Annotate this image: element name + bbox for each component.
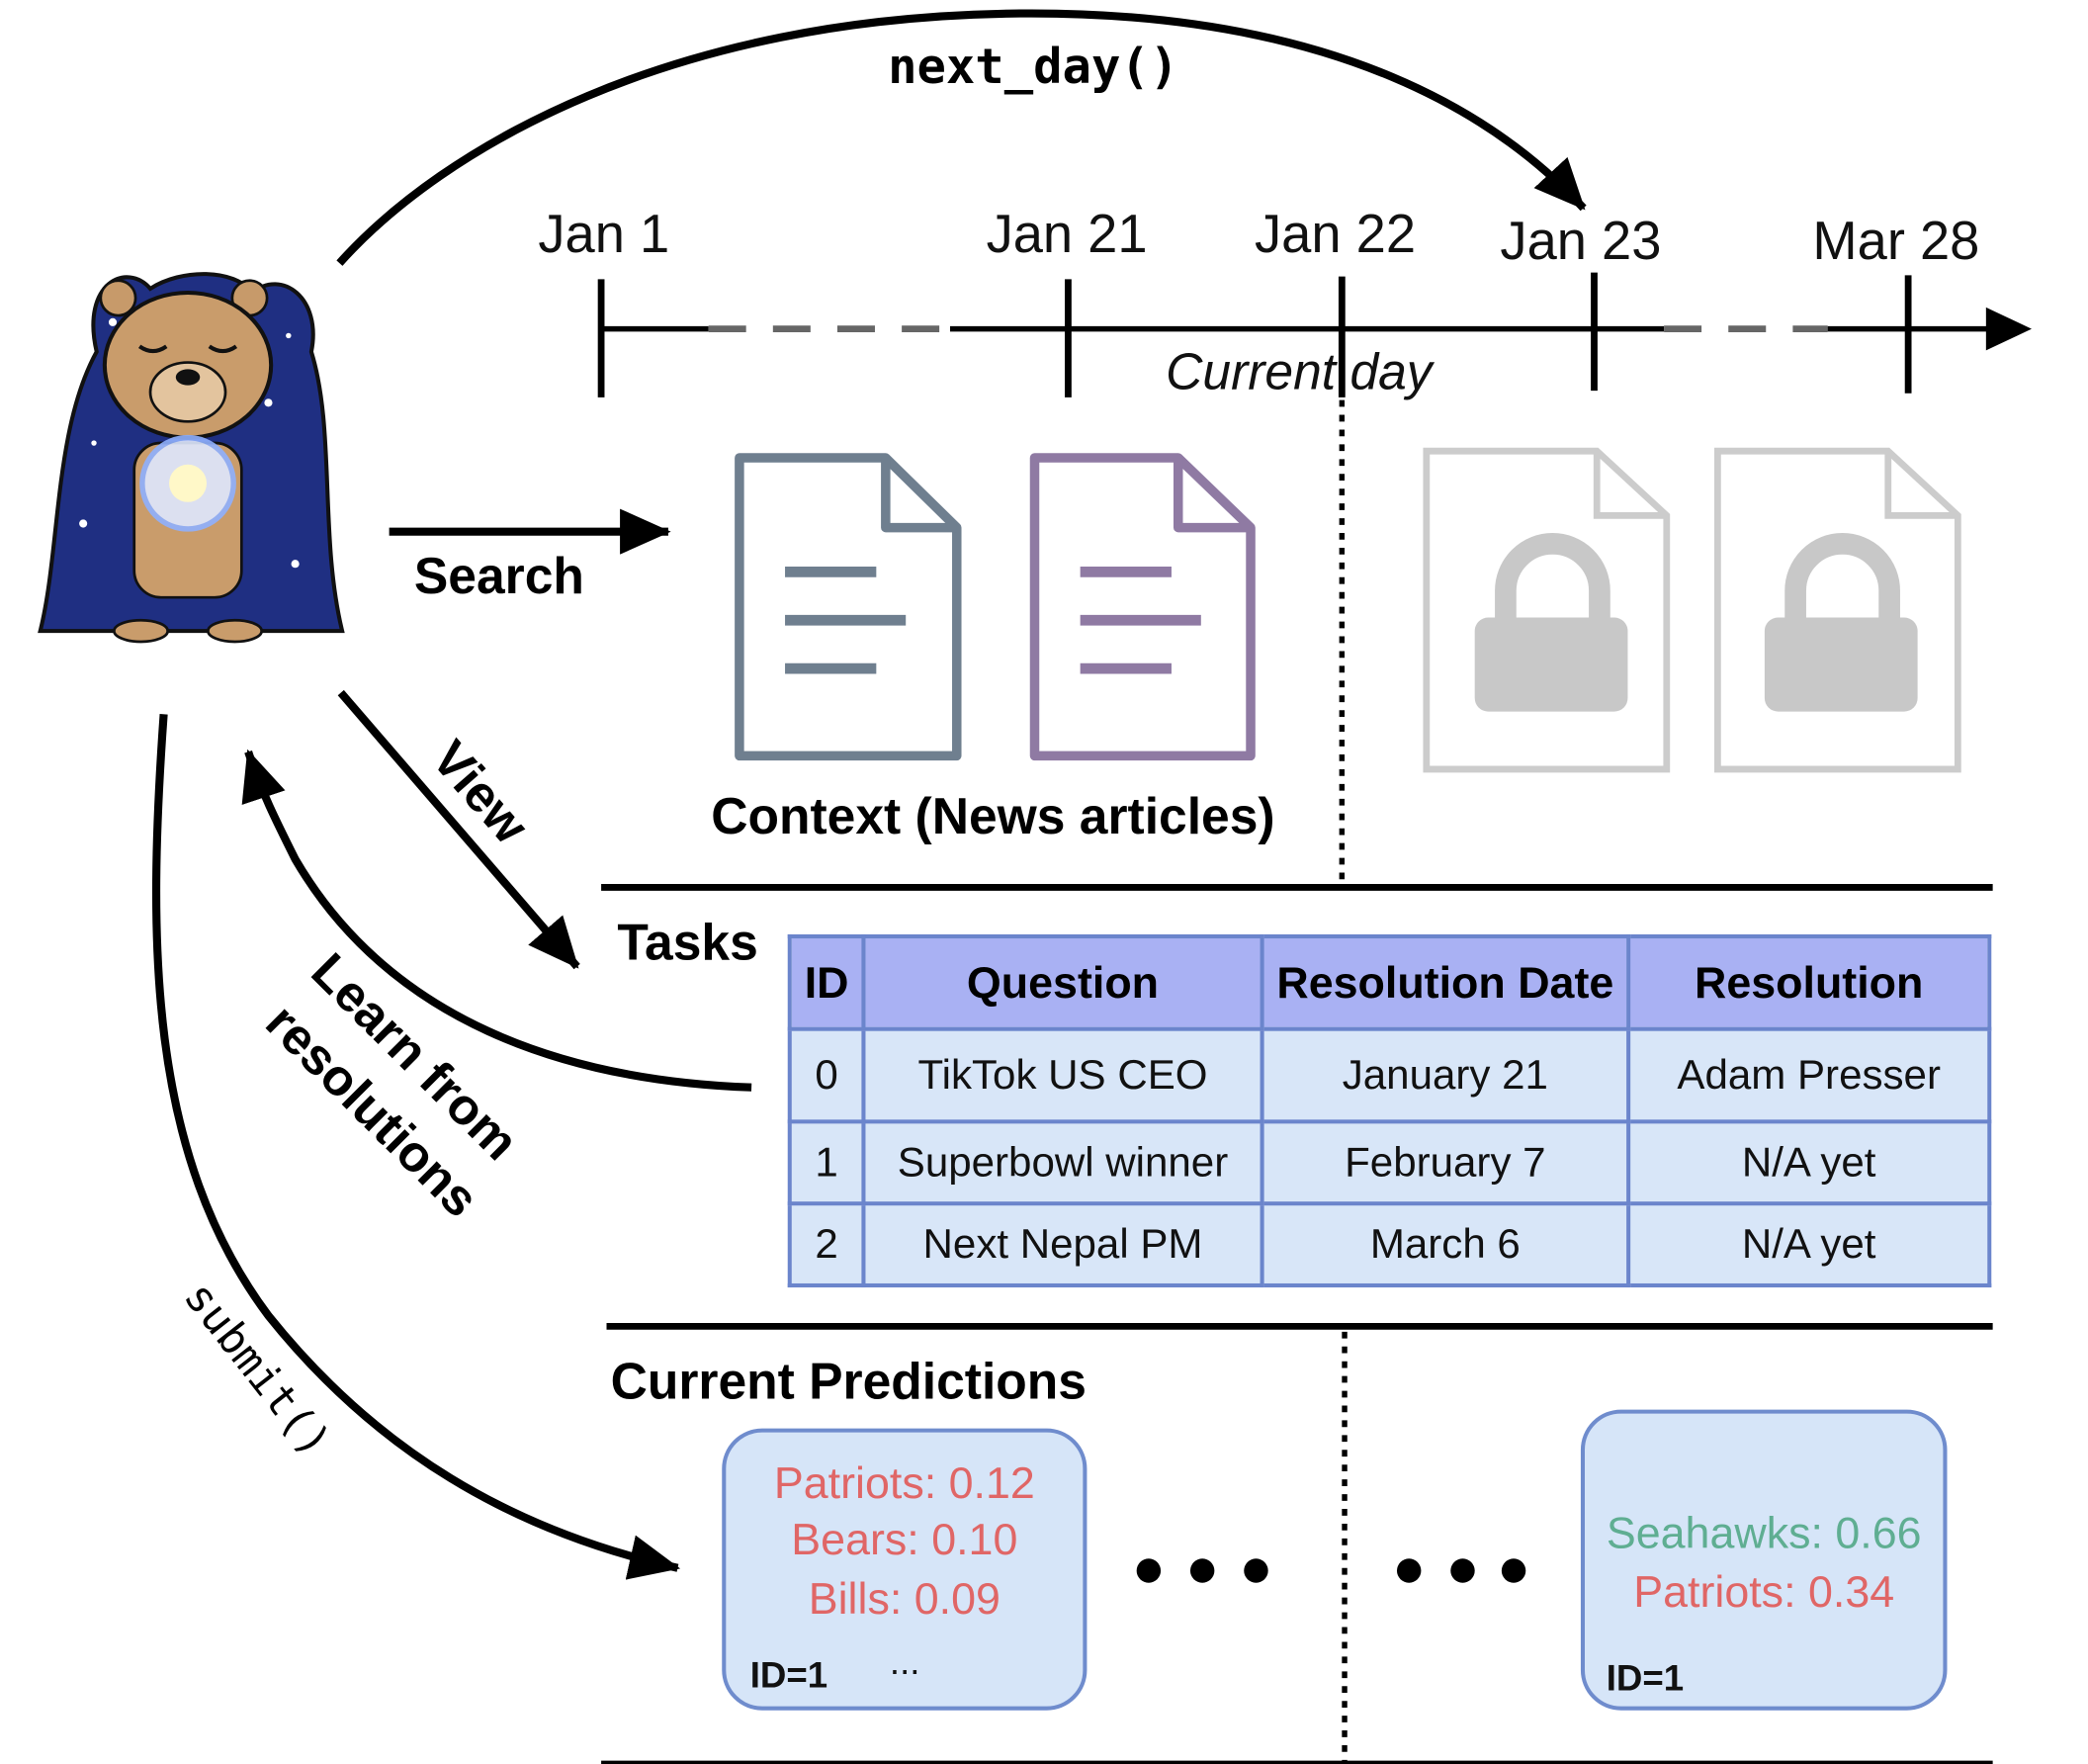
cell-resolution: Adam Presser [1626, 1026, 1992, 1124]
learn-arrow [241, 749, 752, 1092]
tasks-title: Tasks [617, 914, 757, 971]
more-predictions-indicator: ... [889, 1641, 920, 1683]
locked-document-icon [1423, 447, 1671, 773]
cell-resolution: N/A yet [1626, 1119, 1992, 1206]
column-header-resolution-date: Resolution Date [1260, 933, 1631, 1031]
cell-resolution: N/A yet [1626, 1201, 1992, 1288]
cell-question: Superbowl winner [861, 1119, 1264, 1206]
date-label-jan-1: Jan 1 [538, 204, 669, 264]
current-day-label: Current day [1166, 343, 1436, 400]
prediction-line: Bears: 0.10 [791, 1514, 1018, 1564]
prediction-card: Patriots: 0.12 Bears: 0.10 Bills: 0.09 I… [722, 1428, 1088, 1711]
table-row: 1 Superbowl winner February 7 N/A yet [787, 1119, 1992, 1206]
locked-document-icon [1713, 447, 1961, 773]
table-row: 0 TikTok US CEO January 21 Adam Presser [787, 1026, 1992, 1124]
prediction-line: Patriots: 0.34 [1633, 1566, 1895, 1617]
prediction-line: Seahawks: 0.66 [1606, 1507, 1922, 1557]
prediction-id-label: ID=1 [749, 1655, 828, 1696]
cell-resolution-date: February 7 [1260, 1119, 1631, 1206]
prediction-line: Patriots: 0.12 [773, 1457, 1035, 1508]
date-label-jan-23: Jan 23 [1500, 211, 1661, 271]
ellipsis-dots [1396, 1558, 1526, 1583]
cell-id: 2 [787, 1201, 866, 1288]
cell-question: TikTok US CEO [861, 1026, 1264, 1124]
tasks-table: ID Question Resolution Date Resolution 0… [787, 933, 1992, 1288]
view-arrow [337, 689, 580, 970]
date-label-jan-21: Jan 21 [987, 204, 1148, 264]
next-day-arrow [336, 9, 1587, 266]
prediction-id-label: ID=1 [1606, 1657, 1685, 1699]
prediction-card: Seahawks: 0.66 Patriots: 0.34 ID=1 [1580, 1409, 1948, 1711]
table-row: 2 Next Nepal PM March 6 N/A yet [787, 1201, 1992, 1288]
cell-id: 1 [787, 1119, 866, 1206]
next-day-label: next_day() [888, 39, 1178, 95]
date-label-jan-22: Jan 22 [1255, 204, 1416, 264]
column-header-resolution: Resolution [1626, 933, 1992, 1031]
cell-resolution-date: March 6 [1260, 1201, 1631, 1288]
column-header-id: ID [787, 933, 866, 1031]
context-label: Context (News articles) [711, 787, 1274, 844]
cell-id: 0 [787, 1026, 866, 1124]
predictions-title: Current Predictions [611, 1353, 1087, 1410]
document-icon [1029, 453, 1256, 761]
date-label-mar-28: Mar 28 [1812, 211, 1979, 271]
column-header-question: Question [861, 933, 1264, 1031]
search-label: Search [414, 547, 584, 604]
cell-question: Next Nepal PM [861, 1201, 1264, 1288]
wizard-bear-avatar [38, 272, 345, 644]
submit-arrow [151, 714, 681, 1580]
table-header-row: ID Question Resolution Date Resolution [787, 933, 1992, 1031]
document-icon [735, 453, 962, 761]
cell-resolution-date: January 21 [1260, 1026, 1631, 1124]
ellipsis-dots [1136, 1558, 1268, 1583]
view-label: View [421, 730, 541, 855]
timeline [597, 272, 2032, 397]
prediction-line: Bills: 0.09 [808, 1573, 1000, 1624]
